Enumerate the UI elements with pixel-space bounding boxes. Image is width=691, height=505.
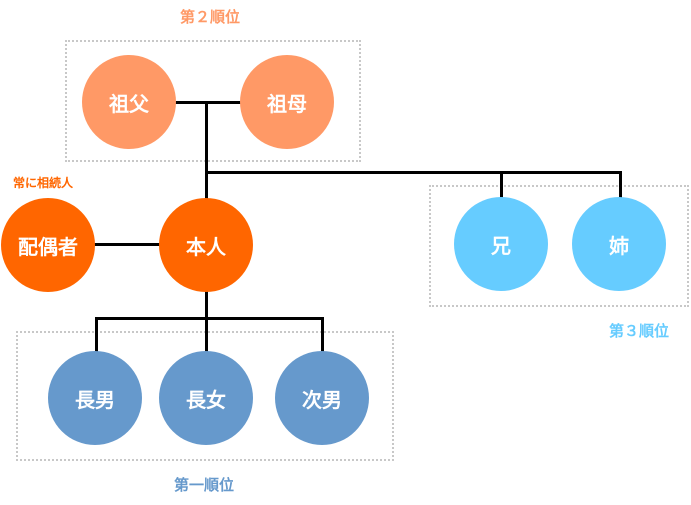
children-branch-line (95, 317, 324, 320)
second-son-drop-line (321, 317, 324, 353)
spouse-label: 配偶者 (18, 234, 78, 259)
grandmother-node: 祖母 (240, 55, 334, 149)
eldest-son-drop-line (95, 317, 98, 353)
spouse-note-label: 常に相続人 (13, 176, 74, 190)
second-son-node: 次男 (275, 351, 369, 445)
first-rank-label: 第一順位 (174, 476, 235, 494)
grandfather-label: 祖父 (109, 91, 149, 116)
grandparents-connector (174, 101, 244, 104)
third-rank-label: 第３順位 (609, 322, 670, 340)
self-label: 本人 (186, 234, 226, 259)
grandmother-label: 祖母 (267, 91, 307, 116)
older-sister-node: 姉 (572, 197, 666, 291)
children-trunk-line (205, 290, 208, 318)
third-rank-group-box (429, 185, 689, 307)
spouse-connector (92, 243, 162, 246)
grandfather-node: 祖父 (82, 55, 176, 149)
eldest-daughter-label: 長女 (186, 387, 226, 412)
older-brother-node: 兄 (454, 197, 548, 291)
second-rank-group-box (65, 40, 361, 162)
older-brother-label: 兄 (491, 233, 511, 258)
older-sister-drop-line (619, 171, 622, 199)
sibling-branch-line (205, 171, 622, 174)
self-node: 本人 (159, 198, 253, 292)
older-sister-label: 姉 (609, 233, 629, 258)
ancestor-trunk-line (205, 101, 208, 201)
eldest-daughter-node: 長女 (159, 351, 253, 445)
older-brother-drop-line (500, 171, 503, 199)
spouse-node: 配偶者 (1, 198, 95, 292)
second-rank-label: 第２順位 (180, 8, 241, 26)
eldest-son-label: 長男 (75, 387, 115, 412)
eldest-son-node: 長男 (48, 351, 142, 445)
second-son-label: 次男 (302, 387, 342, 412)
eldest-daughter-drop-line (205, 317, 208, 353)
